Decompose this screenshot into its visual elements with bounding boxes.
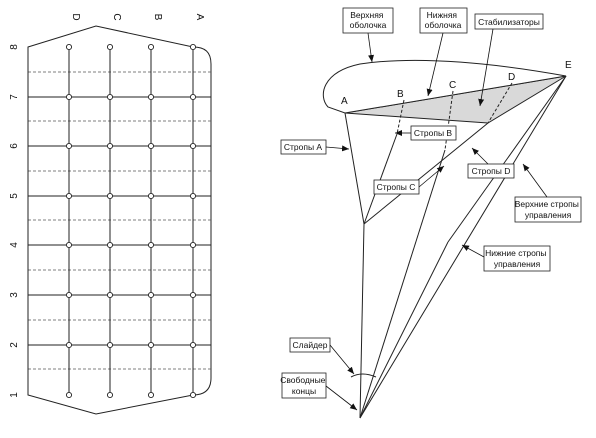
row-label: 2 [9, 342, 20, 348]
plan-row-lines [28, 96, 211, 346]
row-label: 1 [9, 392, 20, 398]
column-label: C [111, 13, 122, 20]
attachment-point [189, 241, 197, 249]
point-label-e: E [565, 60, 572, 71]
attachment-point [65, 291, 73, 299]
attachment-point [106, 291, 114, 299]
attachment-point [65, 192, 73, 200]
callout-upper-brakes: Верхние стропы управления [515, 199, 582, 220]
row-label: 3 [9, 292, 20, 298]
plan-attachment-points [65, 43, 197, 399]
callout-upper-surface-box [342, 7, 394, 34]
line-a [344, 112, 365, 225]
callout-lines-d: Стропы D [472, 166, 511, 176]
line-b [363, 133, 398, 225]
attachment-point [147, 142, 155, 150]
line-b-dashed [396, 99, 405, 135]
attachment-point [106, 391, 114, 399]
attachment-point [106, 241, 114, 249]
callout-free-ends-arrow [325, 385, 358, 411]
attachment-point [189, 43, 197, 51]
upper-surface [322, 59, 567, 114]
attachment-point [147, 43, 155, 51]
attachment-point [106, 43, 114, 51]
attachment-point [106, 341, 114, 349]
column-label: A [194, 14, 205, 21]
callout-upper-brakes-arrow [522, 163, 548, 198]
attachment-point [189, 291, 197, 299]
column-label: D [70, 13, 81, 20]
callout-lower-surface-box [419, 7, 468, 34]
callout-lines-c-arrow [418, 165, 445, 188]
callouts: Верхняя оболочка Нижняя оболочка Стабили… [280, 7, 582, 411]
attachment-point [189, 341, 197, 349]
callout-lower-brakes: Нижние стропы управления [485, 248, 549, 269]
attachment-point [65, 43, 73, 51]
attachment-point [65, 142, 73, 150]
callout-lower-surface: Нижняя оболочка [425, 10, 462, 30]
attachment-point [106, 93, 114, 101]
row-label: 4 [9, 242, 20, 248]
row-label: 8 [9, 44, 20, 50]
point-label-d: D [508, 72, 515, 83]
callout-slider-arrow [329, 344, 355, 375]
attachment-point [106, 142, 114, 150]
callout-stabilizers-arrow [478, 28, 494, 107]
line-d-dashed [487, 82, 513, 124]
callout-stabilizers: Стабилизаторы [478, 17, 540, 27]
attachment-point [65, 391, 73, 399]
point-label-c: C [449, 80, 456, 91]
callout-upper-surface-arrow [367, 32, 375, 63]
callout-stabilizers-box [474, 13, 544, 30]
attachment-point [65, 93, 73, 101]
callout-upper-brakes-box [514, 196, 582, 223]
line-c [359, 149, 446, 419]
callout-lines-a-arrow [325, 145, 350, 152]
callout-lines-c: Стропы С [377, 182, 416, 192]
column-label: B [152, 14, 163, 21]
attachment-point [189, 192, 197, 200]
callout-lines-a: Стропы А [284, 142, 323, 152]
slider [350, 373, 377, 378]
attachment-point [189, 142, 197, 150]
callout-free-ends: Свободные концы [280, 375, 328, 396]
attachment-point [189, 93, 197, 101]
line-d [363, 122, 489, 225]
point-label-a: A [341, 96, 348, 107]
column-labels: D C B A [70, 13, 205, 20]
canopy-plan-view: 1 2 3 4 5 6 7 8 D C B A [9, 13, 212, 415]
callout-upper-surface: Верхняя оболочка [350, 10, 387, 30]
lower-brake-line [359, 241, 449, 419]
row-label: 6 [9, 143, 20, 149]
callout-free-ends-box [281, 372, 327, 399]
line-a-lower [359, 223, 365, 419]
callout-lower-brakes-box [483, 245, 551, 272]
row-labels: 1 2 3 4 5 6 7 8 [9, 44, 20, 398]
attachment-point [147, 192, 155, 200]
callout-lines-d-arrow [471, 147, 489, 165]
plan-column-lines [27, 47, 194, 395]
attachment-point [147, 391, 155, 399]
callout-lines-d-box [467, 163, 515, 179]
callout-lower-surface-arrow [426, 32, 444, 97]
attachment-point [189, 391, 197, 399]
canopy-perspective-view: A B C D E [322, 59, 572, 419]
row-label: 7 [9, 94, 20, 100]
attachment-point [147, 341, 155, 349]
plan-rib-dashes [28, 71, 211, 370]
attachment-point [147, 291, 155, 299]
attachment-point [147, 241, 155, 249]
callout-lines-b: Стропы В [414, 128, 453, 138]
attachment-point [106, 192, 114, 200]
callout-lower-brakes-arrow [461, 244, 485, 258]
attachment-point [65, 341, 73, 349]
attachment-point [65, 241, 73, 249]
upper-brake-line [447, 75, 567, 243]
callout-slider: Слайдер [293, 340, 328, 350]
row-label: 5 [9, 193, 20, 199]
point-label-b: B [397, 89, 404, 100]
attachment-point [147, 93, 155, 101]
